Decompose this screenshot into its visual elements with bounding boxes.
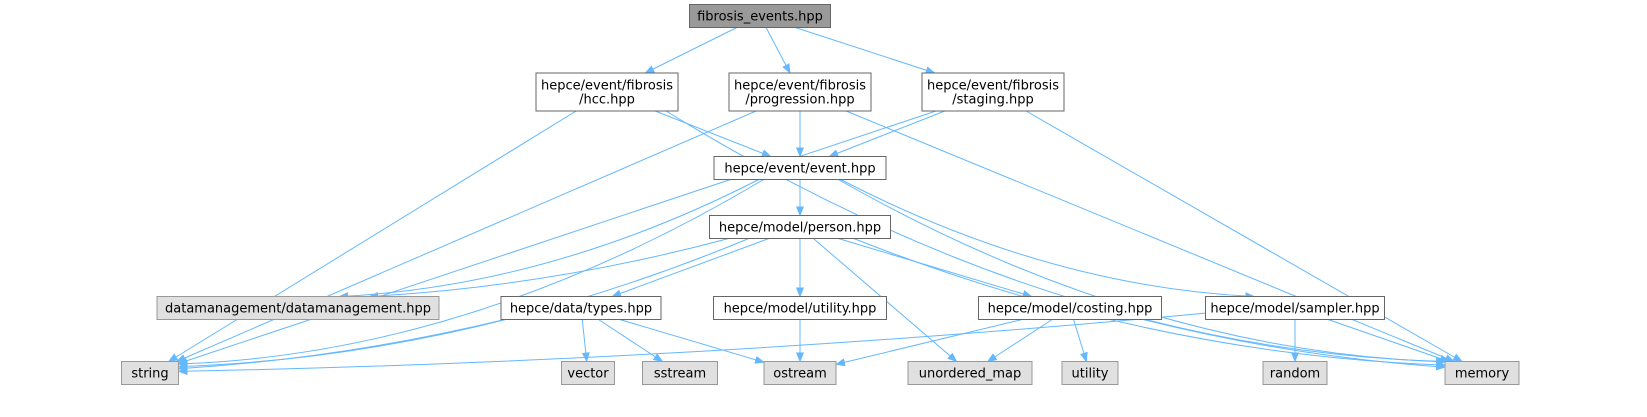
- node-label: hepce/model/sampler.hpp: [1210, 302, 1379, 317]
- node-hcc[interactable]: hepce/event/fibrosis/hcc.hpp: [535, 72, 679, 112]
- node-label: hepce/event/fibrosis: [734, 79, 866, 94]
- edge-event-to-memory: [838, 179, 1446, 366]
- node-box: [921, 72, 1065, 112]
- node-label: hepce/event/fibrosis: [927, 79, 1059, 94]
- node-box: [1061, 361, 1119, 385]
- node-label: random: [1270, 367, 1320, 382]
- node-box: [709, 215, 891, 239]
- node-unordered-map: unordered_map: [907, 361, 1033, 385]
- node-label: /hcc.hpp: [579, 93, 635, 108]
- edge-staging-to-memory: [1025, 110, 1463, 362]
- node-label: datamanagement/datamanagement.hpp: [165, 302, 431, 317]
- node-box: [1262, 361, 1328, 385]
- node-progression[interactable]: hepce/event/fibrosis/progression.hpp: [728, 72, 872, 112]
- edge-sampler-to-string: [177, 312, 1206, 376]
- node-label: hepce/event/fibrosis: [541, 79, 673, 94]
- node-box: [642, 361, 718, 385]
- edge-types-to-string: [177, 319, 505, 373]
- node-label: hepce/model/costing.hpp: [988, 302, 1153, 317]
- node-label: hepce/model/utility.hpp: [724, 302, 877, 317]
- node-box: [121, 361, 179, 385]
- node-staging[interactable]: hepce/event/fibrosis/staging.hpp: [921, 72, 1065, 112]
- node-box: [978, 296, 1162, 320]
- edge-types-to-ostream: [619, 319, 765, 364]
- node-fibrosis-events[interactable]: fibrosis_events.hpp: [689, 4, 831, 28]
- node-label: vector: [567, 367, 609, 382]
- node-label: ostream: [773, 367, 827, 382]
- node-box: [1205, 296, 1385, 320]
- node-box: [713, 296, 887, 320]
- edge-staging-to-event: [828, 110, 945, 157]
- edge-event-to-string: [177, 179, 764, 368]
- node-label: /progression.hpp: [745, 93, 854, 108]
- edge-fibrosis_events-to-staging: [795, 27, 936, 75]
- node-layer: fibrosis_events.hpphepce/event/fibrosis/…: [121, 4, 1520, 385]
- edge-progression-to-memory: [845, 110, 1456, 362]
- node-ostream: ostream: [763, 361, 837, 385]
- node-label: /staging.hpp: [952, 93, 1033, 108]
- node-box: [713, 156, 887, 180]
- node-box: [561, 361, 615, 385]
- edge-staging-to-string: [177, 110, 937, 365]
- node-vector: vector: [561, 361, 615, 385]
- node-label: unordered_map: [919, 367, 1022, 382]
- node-sstream: sstream: [642, 361, 718, 385]
- edge-event-to-sampler: [840, 179, 1256, 301]
- node-types[interactable]: hepce/data/types.hpp: [500, 296, 662, 320]
- node-random: random: [1262, 361, 1328, 385]
- edge-hcc-to-event: [655, 110, 772, 157]
- node-utility: utility: [1061, 361, 1119, 385]
- edge-fibrosis_events-to-progression: [765, 27, 791, 74]
- node-box: [535, 72, 679, 112]
- node-box: [500, 296, 662, 320]
- node-label: string: [131, 367, 168, 382]
- node-string: string: [121, 361, 179, 385]
- edge-person-to-memory: [853, 238, 1446, 369]
- node-person[interactable]: hepce/model/person.hpp: [709, 215, 891, 239]
- node-box: [156, 296, 440, 320]
- edge-person-to-costing: [838, 238, 1033, 298]
- node-label: memory: [1455, 367, 1510, 382]
- node-memory: memory: [1444, 361, 1520, 385]
- node-label: fibrosis_events.hpp: [697, 10, 823, 25]
- node-label: utility: [1072, 367, 1109, 382]
- edge-person-to-types: [611, 238, 770, 298]
- node-label: sstream: [654, 367, 706, 382]
- node-label: hepce/event/event.hpp: [724, 162, 875, 177]
- edge-costing-to-ostream: [835, 319, 1023, 367]
- edge-fibrosis_events-to-hcc: [644, 27, 738, 74]
- edge-hcc-to-string: [167, 110, 577, 363]
- edge-costing-to-unordered_map: [986, 319, 1053, 363]
- node-label: hepce/data/types.hpp: [510, 302, 652, 317]
- node-box: [763, 361, 837, 385]
- edge-types-to-vector: [581, 319, 590, 363]
- edge-costing-to-utility: [1073, 319, 1088, 363]
- node-utility-hpp[interactable]: hepce/model/utility.hpp: [713, 296, 887, 320]
- node-event[interactable]: hepce/event/event.hpp: [713, 156, 887, 180]
- node-sampler[interactable]: hepce/model/sampler.hpp: [1205, 296, 1385, 320]
- edge-costing-to-memory: [1142, 319, 1446, 371]
- edge-sampler-to-memory: [1327, 319, 1450, 363]
- node-box: [689, 4, 831, 28]
- node-datamanagement: datamanagement/datamanagement.hpp: [156, 296, 440, 320]
- node-costing[interactable]: hepce/model/costing.hpp: [978, 296, 1162, 320]
- node-box: [907, 361, 1033, 385]
- node-label: hepce/model/person.hpp: [719, 221, 881, 236]
- edge-progression-to-string: [175, 110, 757, 362]
- node-box: [728, 72, 872, 112]
- node-box: [1444, 361, 1520, 385]
- edge-event-to-datamanagement: [338, 179, 759, 301]
- edge-person-to-datamanagement: [368, 238, 729, 300]
